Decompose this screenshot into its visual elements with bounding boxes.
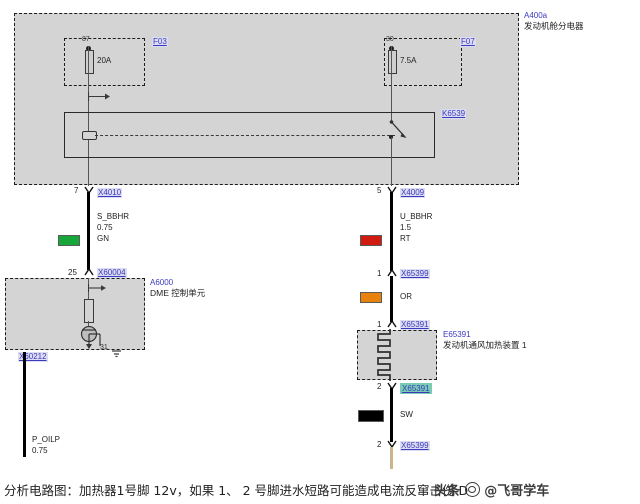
dme-resistor-symbol bbox=[84, 299, 94, 323]
dme-input-arrow bbox=[88, 284, 106, 292]
dme-wire-to-transistor bbox=[88, 321, 89, 329]
wire-size-u-bbhr: 1.5 bbox=[400, 223, 412, 232]
connector-label-x60004: X60004 bbox=[97, 268, 127, 278]
fuse-f07-rating: 7.5A bbox=[400, 56, 417, 65]
watermark-at-icon bbox=[464, 481, 480, 497]
pin-x4009: 5 bbox=[377, 186, 382, 195]
pin-x4010: 7 bbox=[74, 186, 79, 195]
connector-label-x4009: X4009 bbox=[400, 188, 426, 198]
dme-transistor-symbol bbox=[76, 325, 116, 357]
wire-color-chip-red bbox=[360, 235, 382, 246]
wire-name-p-oilp: P_OILP bbox=[32, 435, 61, 444]
watermark: 头条 @飞哥学车 bbox=[434, 480, 549, 499]
wire-size-s-bbhr: 0.75 bbox=[97, 223, 113, 232]
wire-orange-segment bbox=[390, 276, 393, 322]
wire-tan-continuation bbox=[390, 447, 393, 469]
connector-label-x4010: X4010 bbox=[97, 188, 123, 198]
wire-color-code-or: OR bbox=[400, 292, 412, 301]
connector-label-x65399-upper: X65399 bbox=[400, 269, 430, 279]
heater-ref: E65391 bbox=[443, 330, 471, 339]
connector-label-x65391-highlight: X65391 bbox=[400, 383, 432, 394]
pin-x65399-upper: 1 bbox=[377, 269, 382, 278]
wire-size-p-oilp: 0.75 bbox=[32, 446, 48, 455]
connector-arrow-x65391-upper bbox=[387, 320, 397, 328]
wire-color-chip-black bbox=[358, 410, 384, 422]
connector-label-x65399-lower: X65399 bbox=[400, 441, 430, 451]
fuse-f03-rating: 20A bbox=[97, 56, 112, 65]
dme-ground-symbol bbox=[112, 345, 122, 363]
connector-label-x60212: X60212 bbox=[18, 352, 48, 362]
dme-name: DME 控制单元 bbox=[150, 288, 206, 298]
wire-f03-down bbox=[88, 46, 89, 186]
wire-color-code-s-bbhr: GN bbox=[97, 234, 109, 243]
relay-coil-symbol bbox=[82, 131, 97, 140]
relay-mechanical-link bbox=[95, 134, 395, 136]
wire-color-code-u-bbhr: RT bbox=[400, 234, 411, 243]
relay-switch-contact bbox=[384, 118, 410, 145]
fuse-f07-terminal: 30 bbox=[386, 36, 394, 43]
wire-relay-out-down bbox=[391, 137, 392, 186]
wire-name-s-bbhr: S_BBHR bbox=[97, 212, 130, 221]
connector-arrow-x65399-upper bbox=[387, 269, 397, 277]
watermark-handle: @飞哥学车 bbox=[484, 483, 550, 499]
watermark-prefix: 头条 bbox=[434, 483, 461, 499]
caption-text: 分析电路图：加热器1号脚 12v，如果 1、 2 号脚进水短路可能造成电流反窜击… bbox=[4, 482, 469, 498]
dme-ground-terminal: 31 bbox=[100, 344, 108, 351]
fuse-f07-body bbox=[388, 50, 397, 74]
fuse-f03-body bbox=[85, 50, 94, 74]
connector-label-x65391-upper: X65391 bbox=[400, 320, 430, 330]
fuse-box-name: 发动机舱分电器 bbox=[524, 21, 584, 31]
fuse-f03-terminal: 87 bbox=[82, 36, 90, 43]
fuse-f07-ref: F07 bbox=[460, 37, 476, 47]
pin-x65391-lower: 2 bbox=[377, 382, 382, 391]
heater-element-symbol bbox=[368, 329, 394, 386]
dme-control-unit-enclosure bbox=[5, 278, 145, 350]
current-direction-arrow-left bbox=[88, 92, 110, 101]
pin-x65391-upper: 1 bbox=[377, 320, 382, 329]
caption-bar: 分析电路图：加热器1号脚 12v，如果 1、 2 号脚进水短路可能造成电流反窜击… bbox=[0, 474, 640, 504]
connector-arrow-x65399-lower bbox=[387, 440, 397, 448]
wire-p-oilp bbox=[23, 352, 26, 457]
wire-black-segment bbox=[390, 388, 393, 442]
wire-color-chip-orange bbox=[360, 292, 382, 303]
dme-ref: A6000 bbox=[150, 278, 174, 287]
relay-k6539-ref: K6539 bbox=[441, 109, 467, 119]
fuse-f03-enclosure bbox=[64, 38, 145, 86]
wire-name-u-bbhr: U_BBHR bbox=[400, 212, 433, 221]
wire-u-bbhr bbox=[390, 192, 393, 271]
heater-enclosure bbox=[357, 330, 437, 380]
relay-k6539-body bbox=[64, 112, 435, 158]
fuse-f07-enclosure bbox=[384, 38, 462, 86]
heater-name: 发动机通风加热装置 1 bbox=[443, 340, 527, 350]
wire-color-code-sw: SW bbox=[400, 410, 413, 419]
fuse-f03-ref: F03 bbox=[152, 37, 168, 47]
connector-arrow-x60004 bbox=[84, 268, 94, 276]
fuse-box-ref: A400a bbox=[524, 11, 548, 20]
wire-f07-down bbox=[391, 46, 392, 123]
wire-s-bbhr bbox=[87, 192, 90, 270]
pin-x60004: 25 bbox=[68, 268, 77, 277]
wire-color-chip-green bbox=[58, 235, 80, 246]
pin-x65399-lower: 2 bbox=[377, 440, 382, 449]
